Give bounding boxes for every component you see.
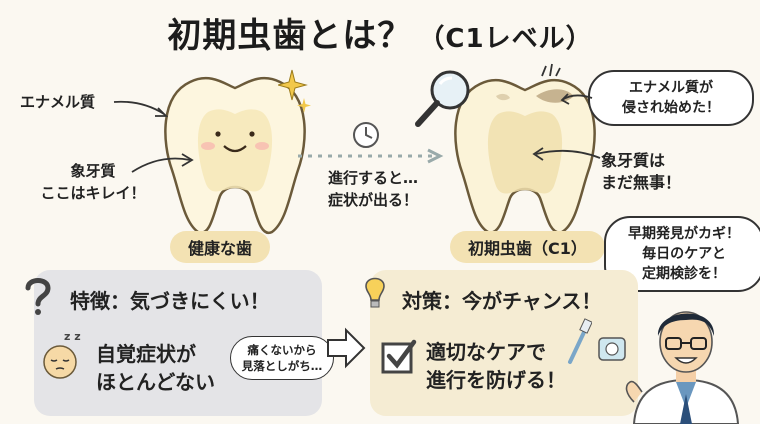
features-title: 特徴：気づきにくい！	[70, 289, 270, 313]
healthy-caption: 健康な歯	[170, 231, 271, 263]
healthy-enamel-label: エナメル質	[20, 93, 96, 111]
healthy-tooth	[164, 76, 306, 235]
arrow-right-icon	[327, 327, 366, 369]
svg-text:z z: z z	[64, 330, 81, 343]
toothbrush-icon	[568, 318, 592, 364]
tooth-eye	[215, 131, 221, 137]
checkbox-icon	[381, 339, 417, 374]
progress-text: 進行すると… 症状が出る！	[327, 169, 418, 209]
magnifier-icon	[415, 70, 470, 127]
healthy-dentin-label: 象牙質 ここはキレイ！	[40, 162, 146, 202]
floss-icon	[598, 337, 626, 361]
doctor-illustration	[625, 311, 740, 424]
features-note-bubble: 痛くないから 見落としがち…	[230, 336, 334, 380]
clock-icon	[353, 122, 379, 148]
enamel-pointer	[113, 100, 169, 117]
enamel-damage-bubble: エナメル質が 侵され始めた！	[588, 70, 754, 126]
sleep-icon: z z	[43, 330, 81, 379]
page-title: 初期虫歯とは？（C1レベル）	[0, 8, 760, 57]
dentin-pointer	[131, 153, 194, 173]
doctor-hand	[625, 380, 643, 403]
early-caption: 初期虫歯（C1）	[450, 231, 605, 263]
title-main: 初期虫歯とは？	[167, 16, 413, 56]
features-symptom: 自覚症状が ほとんどない	[96, 342, 215, 394]
title-level: （C1レベル）	[418, 24, 593, 54]
measures-action: 適切なケアで 進行を防げる！	[426, 340, 566, 392]
alert-lines	[541, 63, 561, 77]
early-caries-tooth	[454, 78, 596, 234]
progress-arrow	[298, 148, 444, 164]
measures-title: 対策：今がチャンス！	[402, 289, 602, 313]
lightbulb-icon	[365, 277, 385, 308]
question-icon	[25, 278, 51, 315]
bubble-pointer	[560, 93, 593, 105]
early-dentin-label: 象牙質は まだ無事！	[601, 151, 682, 192]
sparkle-icon	[278, 69, 311, 113]
early-dentin-pointer	[532, 147, 601, 161]
